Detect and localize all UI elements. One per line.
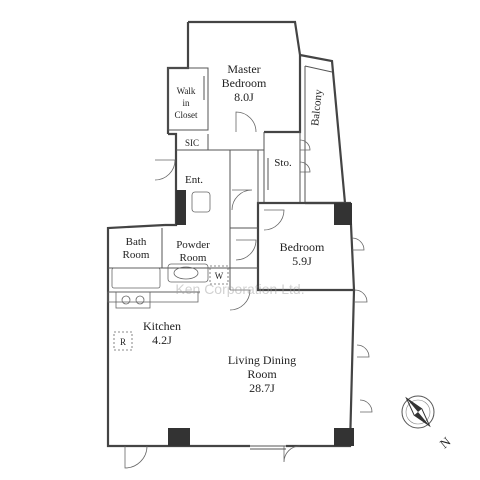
stove xyxy=(115,291,151,309)
master-bedroom-label: Bedroom xyxy=(222,76,267,90)
compass-north-label: N xyxy=(437,433,454,451)
column xyxy=(176,190,186,225)
column xyxy=(168,428,190,446)
powder-sink xyxy=(167,263,209,283)
washer-box xyxy=(209,265,229,285)
room-labels: Master Bedroom 8.0J Walk in Closet Balco… xyxy=(120,62,325,395)
toilet xyxy=(191,191,211,213)
master-bedroom-size: 8.0J xyxy=(234,90,254,104)
bathtub xyxy=(111,267,161,289)
powder-room-label: Room xyxy=(180,252,207,264)
living-dining-size: 28.7J xyxy=(249,381,275,395)
doors xyxy=(124,111,373,469)
bedroom-label: Bedroom xyxy=(280,240,325,254)
walk-in-closet-label: Walk xyxy=(177,86,196,96)
kitchen-label: Kitchen xyxy=(143,319,181,333)
burner xyxy=(121,295,131,305)
refrigerator-box xyxy=(113,331,133,351)
sink-bowl xyxy=(173,266,199,280)
refrigerator-label: R xyxy=(120,337,126,347)
watermark: Ken Corporation Ltd. xyxy=(175,281,304,297)
structural-columns xyxy=(168,190,354,446)
living-dining-label: Room xyxy=(247,367,277,381)
compass-icon xyxy=(401,395,435,429)
column xyxy=(334,203,352,225)
walk-in-closet-label: in xyxy=(182,98,190,108)
bath-room-label: Room xyxy=(123,249,150,261)
living-dining-label: Living Dining xyxy=(228,353,296,367)
column xyxy=(334,428,354,446)
kitchen-counter xyxy=(107,291,199,303)
balcony-label: Balcony xyxy=(309,88,325,126)
entrance-label: Ent. xyxy=(185,174,203,186)
fixtures xyxy=(107,76,269,351)
storage-label: Sto. xyxy=(274,157,292,169)
powder-room-label: Powder xyxy=(176,239,210,251)
burner xyxy=(135,295,145,305)
kitchen-size: 4.2J xyxy=(152,333,172,347)
walk-in-closet-label: Closet xyxy=(174,110,198,120)
master-bedroom-label: Master xyxy=(227,62,260,76)
sic-label: SIC xyxy=(185,138,199,148)
washer-label: W xyxy=(215,271,224,281)
bath-room-label: Bath xyxy=(126,236,147,248)
bedroom-size: 5.9J xyxy=(292,254,312,268)
